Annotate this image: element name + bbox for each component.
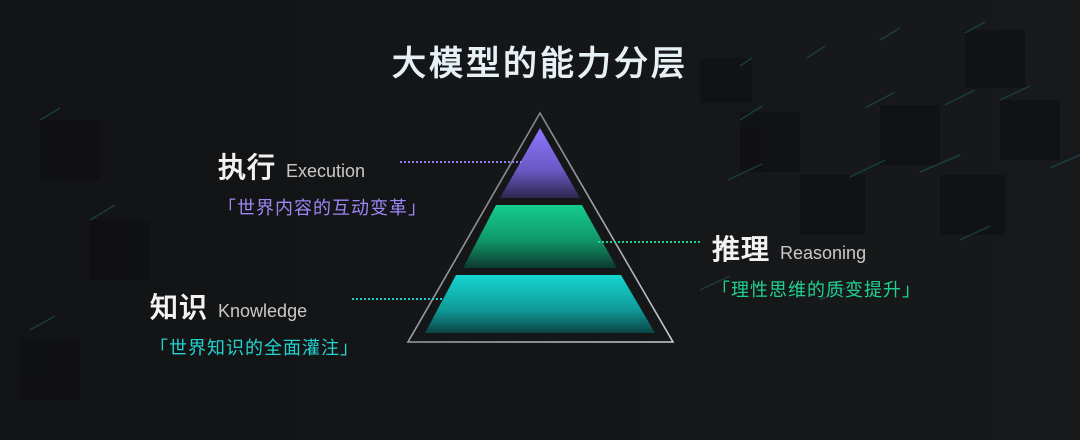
knowledge-title-zh: 知识 [150, 291, 209, 324]
execution-title-en: Execution [286, 161, 366, 181]
label-reasoning: 推理 Reasoning 「理性思维的质变提升」 [712, 228, 921, 302]
pyramid-outline [406, 111, 675, 343]
reasoning-title-en: Reasoning [780, 243, 867, 263]
reasoning-title-zh: 推理 [712, 233, 771, 266]
execution-title-zh: 执行 [218, 151, 277, 184]
execution-subtitle: 「世界内容的互动变革」 [218, 198, 427, 219]
tier-execution [500, 128, 580, 198]
reasoning-subtitle: 「理性思维的质变提升」 [712, 280, 921, 301]
tier-reasoning [463, 205, 617, 268]
label-knowledge: 知识 Knowledge 「世界知识的全面灌注」 [150, 286, 359, 360]
knowledge-title-en: Knowledge [218, 301, 308, 321]
page-title: 大模型的能力分层 [392, 44, 688, 84]
label-execution: 执行 Execution 「世界内容的互动变革」 [218, 146, 427, 220]
knowledge-subtitle: 「世界知识的全面灌注」 [150, 338, 359, 359]
tier-knowledge [425, 275, 655, 333]
